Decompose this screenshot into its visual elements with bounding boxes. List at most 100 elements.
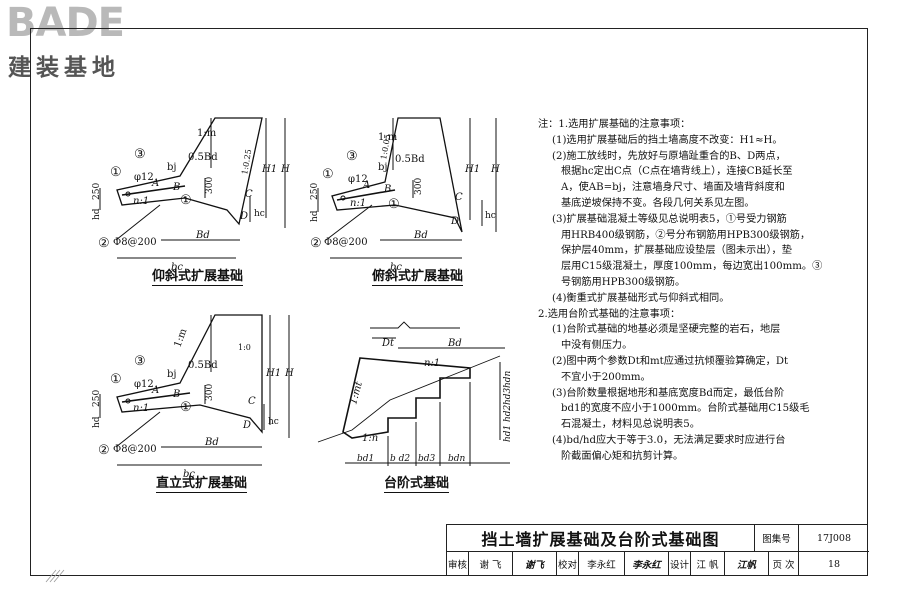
caption-upslope: 仰斜式扩展基础 xyxy=(152,265,244,286)
notes-block: 注：1.选用扩展基础的注意事项：(1)选用扩展基础后的挡土墙高度不改变：H1≈H… xyxy=(538,117,838,465)
note-line: 根据hc定出C点（C点在墙背线上），连接CB延长至 xyxy=(561,166,793,178)
label-n1: n:1 xyxy=(133,196,149,207)
checker-name: 李永红 xyxy=(579,552,625,576)
label-bd: Bd xyxy=(204,437,219,448)
label-bd: Bd xyxy=(413,230,428,241)
note-line: (4)衡重式扩展基础形式与仰斜式相同。 xyxy=(552,292,730,304)
label-B: B xyxy=(383,184,391,195)
label-hd3: hd3 xyxy=(503,387,513,405)
label-bc: bc xyxy=(390,262,402,273)
logo-sub-text: 建装基地 xyxy=(8,55,120,81)
label-circ1b: ① xyxy=(388,197,400,212)
designer-name: 江 帆 xyxy=(691,552,725,576)
diagram-downslope: ① ③ ① φ12 bj 0.5Bd 1:m 1:0.05 A B C D 30… xyxy=(310,117,500,273)
label-phi12: φ12 xyxy=(134,379,154,390)
label-circ1: ① xyxy=(322,167,334,182)
label-mt: 1:mt xyxy=(348,380,365,406)
label-n1: n:1 xyxy=(424,358,440,369)
label-H1: H1 xyxy=(464,164,480,175)
label-phi8: Φ8@200 xyxy=(324,237,368,248)
note-line: 中没有侧压力。 xyxy=(561,340,633,352)
wall-body xyxy=(116,314,263,434)
label-bd1: bd1 xyxy=(357,454,374,464)
label-D: D xyxy=(239,211,248,222)
label-C: C xyxy=(248,396,256,407)
note-line: 阶截面偏心矩和抗剪计算。 xyxy=(561,450,684,462)
label-hc: hc xyxy=(268,417,279,427)
footing-rebar xyxy=(121,392,191,403)
label-circ3: ③ xyxy=(134,354,146,369)
leader-2 xyxy=(115,204,161,241)
label-D: D xyxy=(450,216,459,227)
rebar-marker-1 xyxy=(125,398,131,404)
label-circ1: ① xyxy=(110,165,122,180)
label-ratio: 1:0.25 xyxy=(240,149,253,176)
footer-mark xyxy=(45,569,65,583)
label-B: B xyxy=(172,182,180,193)
note-line: (1)选用扩展基础后的挡土墙高度不改变：H1≈H。 xyxy=(552,134,783,146)
note-line: A，使AB=bj，注意墙身尺寸、墙面及墙背斜度和 xyxy=(561,182,785,194)
reviewer-signature: 谢飞 xyxy=(513,552,557,576)
design-label: 设计 xyxy=(669,552,691,576)
label-half-bd: 0.5Bd xyxy=(188,152,218,163)
note-line: (3)扩展基础混凝土等级见总说明表5，①号受力钢筋 xyxy=(552,213,787,225)
diagram-vertical: ① ③ ① φ12 bj 0.5Bd 1:m 1:0 A B C D 300 2… xyxy=(92,314,294,480)
designer-signature: 江帆 xyxy=(725,552,769,576)
label-phi8: Φ8@200 xyxy=(113,444,157,455)
note-line: 保护层40mm，扩展基础应设垫层（图未示出），垫 xyxy=(561,245,792,257)
label-circ1: ① xyxy=(110,372,122,387)
label-bj: bj xyxy=(167,162,177,173)
note-line: (4)bd/hd应大于等于3.0，无法满足要求时应进行台 xyxy=(552,434,786,446)
label-300: 300 xyxy=(205,384,215,401)
label-circ1b: ① xyxy=(180,193,192,208)
note-line: 层用C15级混凝土，厚度100mm，每边宽出100mm。③ xyxy=(561,261,823,273)
label-ratio: 1:0 xyxy=(238,343,251,352)
label-m: 1:m xyxy=(378,132,398,143)
label-circ2: ② xyxy=(98,443,110,458)
label-A: A xyxy=(151,385,159,396)
label-Dt: Dt xyxy=(381,338,395,349)
label-m: 1:m xyxy=(197,128,217,139)
logo-main-text: BADE xyxy=(6,0,125,46)
label-n-small: 1:n xyxy=(362,433,378,444)
footing-rebar xyxy=(336,189,396,201)
label-C: C xyxy=(455,192,463,203)
label-H: H xyxy=(280,164,290,175)
caption-stepped: 台阶式基础 xyxy=(384,472,450,493)
note-line: bd1的宽度不应小于1000mm。台阶式基础用C15级毛 xyxy=(561,403,810,415)
caption-downslope: 俯斜式扩展基础 xyxy=(372,265,464,286)
label-n1: n:1 xyxy=(350,198,366,209)
label-250: 250 xyxy=(92,390,102,407)
atlas-number: 17J008 xyxy=(799,525,869,552)
label-hc: hc xyxy=(485,211,496,221)
label-half-bd: 0.5Bd xyxy=(188,360,218,371)
drawing-title: 挡土墙扩展基础及台阶式基础图 xyxy=(447,525,755,552)
label-circ3: ③ xyxy=(134,147,146,162)
label-300: 300 xyxy=(414,178,424,195)
label-hd2: hd2 xyxy=(503,404,513,422)
label-circ2: ② xyxy=(98,236,110,251)
atlas-label: 图集号 xyxy=(755,525,799,552)
rebar-marker-1 xyxy=(125,191,131,197)
caption-vertical: 直立式扩展基础 xyxy=(156,472,248,493)
rebar-marker-1 xyxy=(340,195,346,201)
label-H: H xyxy=(490,164,500,175)
ground-line-top xyxy=(370,321,460,329)
wall-body xyxy=(116,117,263,226)
label-A: A xyxy=(151,178,159,189)
label-phi8: Φ8@200 xyxy=(113,237,157,248)
note-line: 2.选用台阶式基础的注意事项： xyxy=(538,308,681,320)
label-H1: H1 xyxy=(265,368,281,379)
label-D: D xyxy=(242,420,251,431)
review-label: 审核 xyxy=(447,552,469,576)
label-hdn: hdn xyxy=(503,370,513,388)
leader-2 xyxy=(115,411,161,448)
reviewer-name: 谢 飞 xyxy=(469,552,513,576)
stepped-body xyxy=(342,357,471,439)
label-circ2: ② xyxy=(310,236,322,251)
note-line: 基底逆坡保持不变。各段几何关系见左图。 xyxy=(561,197,755,209)
checker-signature: 李永红 xyxy=(625,552,669,576)
label-B: B xyxy=(172,389,180,400)
label-bc: bc xyxy=(183,469,195,480)
